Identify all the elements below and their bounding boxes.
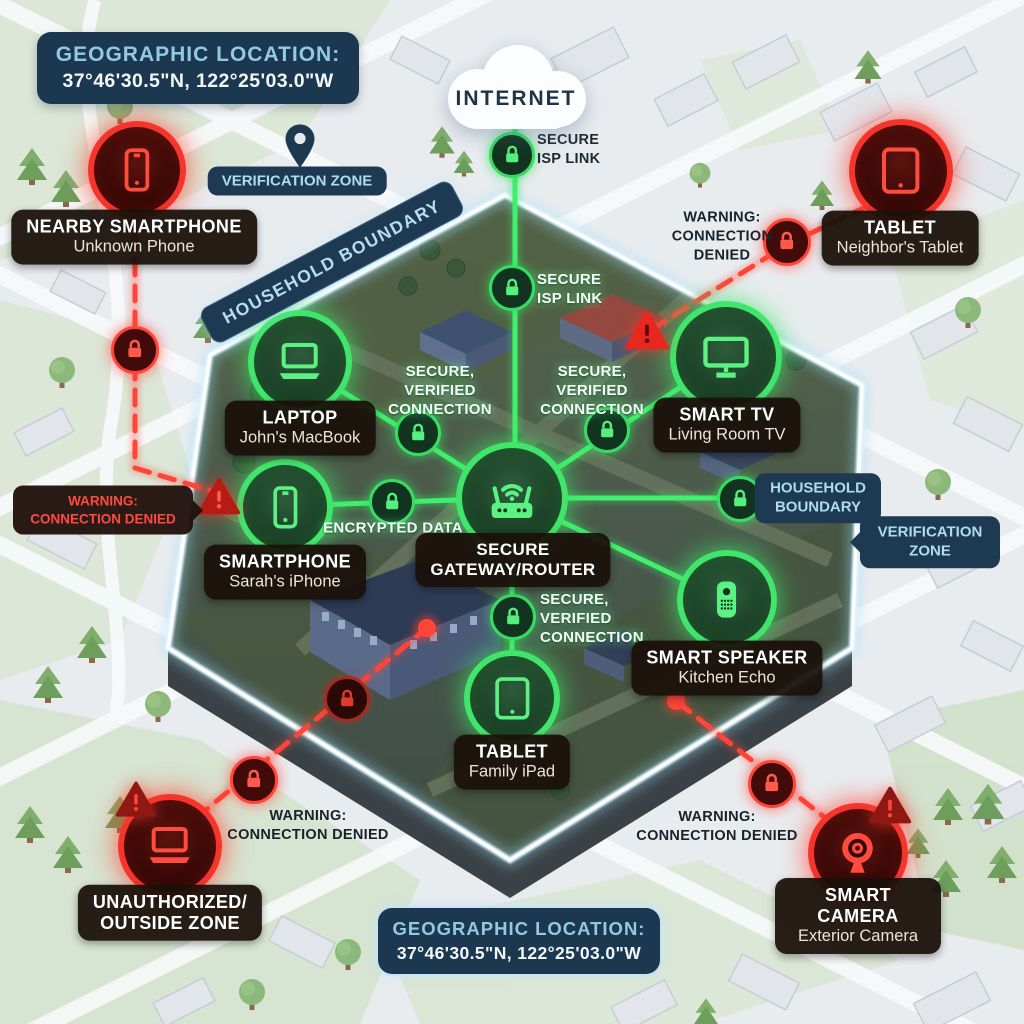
lock-denied-icon bbox=[111, 326, 159, 374]
smart-speaker-label: SMART SPEAKER Kitchen Echo bbox=[631, 640, 823, 696]
device-title: NEARBY SMARTPHONE bbox=[26, 216, 242, 237]
device-title: UNAUTHORIZED/ OUTSIDE ZONE bbox=[92, 891, 248, 933]
lock-denied-icon bbox=[748, 760, 796, 808]
tablet-icon bbox=[494, 676, 530, 720]
neighbor-tablet-node bbox=[849, 119, 953, 223]
device-title: TABLET bbox=[475, 741, 549, 762]
device-subtitle: Family iPad bbox=[468, 762, 556, 781]
device-subtitle: Exterior Camera bbox=[797, 927, 919, 946]
warning-triangle-icon bbox=[197, 475, 241, 519]
lock-icon bbox=[369, 479, 415, 525]
geo-location-banner-top: GEOGRAPHIC LOCATION: 37°46'30.5"N, 122°2… bbox=[37, 32, 359, 104]
smartphone-icon bbox=[273, 485, 297, 529]
lock-icon bbox=[489, 265, 535, 311]
geo-title: GEOGRAPHIC LOCATION: bbox=[392, 918, 646, 939]
device-title: SMART SPEAKER bbox=[646, 647, 808, 668]
laptop-icon bbox=[279, 343, 321, 380]
household-boundary-label-right: HOUSEHOLD BOUNDARY bbox=[755, 473, 881, 523]
device-title: SMART TV bbox=[679, 404, 775, 425]
device-title: TABLET bbox=[863, 217, 937, 238]
smart-camera-label: SMART CAMERA Exterior Camera bbox=[775, 878, 941, 954]
geo-title: GEOGRAPHIC LOCATION: bbox=[55, 43, 341, 66]
secure-isp-link-text-inner: SECURE ISP LINK bbox=[537, 271, 603, 308]
warning-denied-text-camera: WARNING: CONNECTION DENIED bbox=[636, 808, 798, 844]
household-boundary-outline bbox=[160, 187, 869, 868]
lock-icon bbox=[395, 410, 441, 456]
verification-zone-label-top: VERIFICATION ZONE bbox=[207, 166, 387, 196]
laptop-icon bbox=[149, 827, 191, 864]
smart-speaker-node bbox=[677, 550, 777, 650]
device-subtitle: Unknown Phone bbox=[73, 237, 195, 256]
laptop-label: LAPTOP John's MacBook bbox=[224, 400, 376, 456]
smartphone-icon bbox=[124, 148, 150, 192]
device-subtitle: Living Room TV bbox=[668, 425, 786, 444]
internet-label: INTERNET bbox=[455, 86, 577, 110]
geo-coordinates: 37°46'30.5"N, 122°25'03.0"W bbox=[396, 943, 642, 963]
gateway-title: SECURE GATEWAY/ROUTER bbox=[430, 539, 596, 579]
lock-denied-icon bbox=[763, 218, 811, 266]
warning-denied-bubble: WARNING: CONNECTION DENIED bbox=[13, 485, 193, 535]
device-title: SMART CAMERA bbox=[817, 885, 899, 927]
warning-denied-text-laptop: WARNING: CONNECTION DENIED bbox=[227, 807, 389, 843]
tablet-icon bbox=[882, 147, 920, 195]
device-title: LAPTOP bbox=[262, 407, 338, 428]
speaker-icon bbox=[717, 581, 737, 619]
warning-triangle-icon bbox=[868, 784, 912, 828]
lock-denied-icon bbox=[324, 676, 370, 722]
router-icon bbox=[491, 484, 533, 519]
device-subtitle: Kitchen Echo bbox=[678, 668, 776, 687]
smart-tv-node bbox=[670, 301, 782, 413]
geo-coordinates: 37°46'30.5"N, 122°25'03.0"W bbox=[62, 70, 334, 92]
map-pin-icon bbox=[283, 123, 317, 169]
warning-denied-text-tablet: WARNING: CONNECTION DENIED bbox=[671, 209, 773, 264]
tablet-node bbox=[464, 650, 560, 746]
cloud-icon bbox=[448, 45, 586, 129]
encrypted-data-text: ENCRYPTED DATA bbox=[323, 519, 463, 537]
device-title: SMARTPHONE bbox=[218, 551, 352, 572]
device-subtitle: Sarah's iPhone bbox=[229, 572, 341, 591]
smart-tv-label: SMART TV Living Room TV bbox=[653, 397, 801, 453]
lock-denied-icon bbox=[230, 756, 278, 804]
secure-verified-text-tv: SECURE, VERIFIED CONNECTION bbox=[540, 363, 644, 419]
unauthorized-laptop-label: UNAUTHORIZED/ OUTSIDE ZONE bbox=[77, 884, 263, 942]
smartphone-node bbox=[237, 459, 333, 555]
internet-cloud: INTERNET bbox=[426, 37, 606, 147]
lock-icon bbox=[584, 407, 630, 453]
verification-zone-label-right: VERIFICATION ZONE bbox=[860, 516, 1000, 568]
lock-icon bbox=[489, 132, 535, 178]
geo-location-banner-bottom: GEOGRAPHIC LOCATION: 37°46'30.5"N, 122°2… bbox=[378, 908, 660, 974]
tablet-label: TABLET Family iPad bbox=[453, 734, 571, 790]
smartphone-label: SMARTPHONE Sarah's iPhone bbox=[203, 544, 367, 600]
laptop-node bbox=[248, 310, 352, 414]
secure-verified-text-laptop: SECURE, VERIFIED CONNECTION bbox=[388, 363, 492, 419]
outside-buildings bbox=[13, 25, 1024, 1024]
webcam-icon bbox=[842, 833, 874, 874]
neighbor-tablet-label: TABLET Neighbor's Tablet bbox=[821, 210, 979, 266]
warning-triangle-icon bbox=[624, 308, 670, 354]
warning-triangle-icon bbox=[115, 779, 157, 821]
secure-isp-link-text-top: SECURE ISP LINK bbox=[537, 132, 601, 168]
lock-icon bbox=[490, 594, 536, 640]
nearby-smartphone-label: NEARBY SMARTPHONE Unknown Phone bbox=[11, 209, 257, 265]
secure-verified-text-tablet: SECURE, VERIFIED CONNECTION bbox=[540, 591, 644, 647]
device-subtitle: John's MacBook bbox=[239, 428, 361, 447]
device-subtitle: Neighbor's Tablet bbox=[836, 238, 964, 257]
tv-icon bbox=[703, 336, 749, 378]
nearby-smartphone-node bbox=[88, 121, 186, 219]
gateway-router-label: SECURE GATEWAY/ROUTER bbox=[415, 532, 611, 588]
